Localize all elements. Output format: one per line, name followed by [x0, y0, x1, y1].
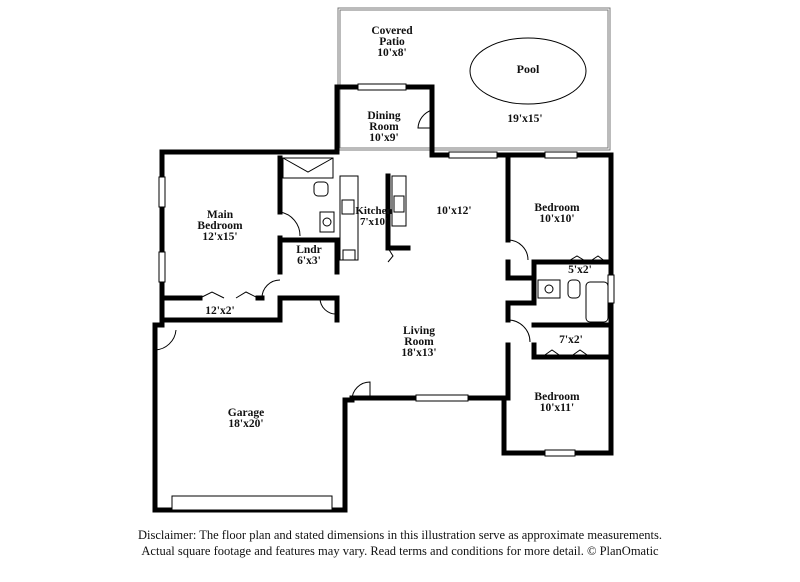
- patio-outline: [337, 7, 611, 151]
- label-laundry-size: 6'x3': [297, 255, 321, 267]
- label-pool-size: 19'x15': [507, 113, 542, 125]
- disclaimer-line2: Actual square footage and features may v…: [141, 544, 659, 558]
- label-closet-main-size: 12'x2': [205, 305, 234, 317]
- label-dining-room-line1: Dining: [367, 110, 400, 122]
- disclaimer-line1: Disclaimer: The floor plan and stated di…: [138, 528, 662, 542]
- label-family-area-size: 10'x12': [436, 205, 471, 217]
- label-living-room-line2: Room: [404, 336, 434, 348]
- label-kitchen: Kitchen: [355, 205, 392, 217]
- label-living-room-size: 18'x13': [401, 347, 436, 359]
- label-dining-room-line2: Room: [369, 121, 399, 133]
- label-closet-lower-size: 7'x2': [559, 334, 583, 346]
- label-covered-patio-size: 10'x8': [377, 47, 406, 59]
- label-covered-patio-line1: Covered: [371, 25, 413, 37]
- label-bedroom-upper: Bedroom: [534, 202, 580, 214]
- label-main-bedroom-size: 12'x15': [202, 231, 237, 243]
- walls: [152, 84, 614, 513]
- label-kitchen-size: 7'x10': [360, 216, 388, 228]
- label-bedroom-lower: Bedroom: [534, 391, 580, 403]
- label-main-bedroom-line1: Main: [207, 209, 234, 221]
- label-dining-room-size: 10'x9': [369, 132, 398, 144]
- label-pool: Pool: [517, 62, 540, 76]
- pool-shape: [469, 37, 587, 105]
- label-covered-patio-line2: Patio: [379, 36, 405, 48]
- label-living-room-line1: Living: [403, 325, 435, 337]
- label-main-bedroom-line2: Bedroom: [197, 220, 243, 232]
- label-garage: Garage: [228, 407, 264, 419]
- label-closet-right-size: 5'x2': [568, 264, 592, 276]
- windows: [158, 83, 615, 511]
- label-garage-size: 18'x20': [228, 418, 263, 430]
- floor-plan: Covered Patio 10'x8' Pool 19'x15' Dining…: [152, 7, 615, 513]
- label-bedroom-lower-size: 10'x11': [540, 402, 575, 414]
- doors: [154, 109, 607, 401]
- fixtures: [282, 157, 609, 323]
- disclaimer: Disclaimer: The floor plan and stated di…: [0, 527, 800, 559]
- label-bedroom-upper-size: 10'x10': [539, 213, 574, 225]
- label-laundry: Lndr: [296, 244, 322, 256]
